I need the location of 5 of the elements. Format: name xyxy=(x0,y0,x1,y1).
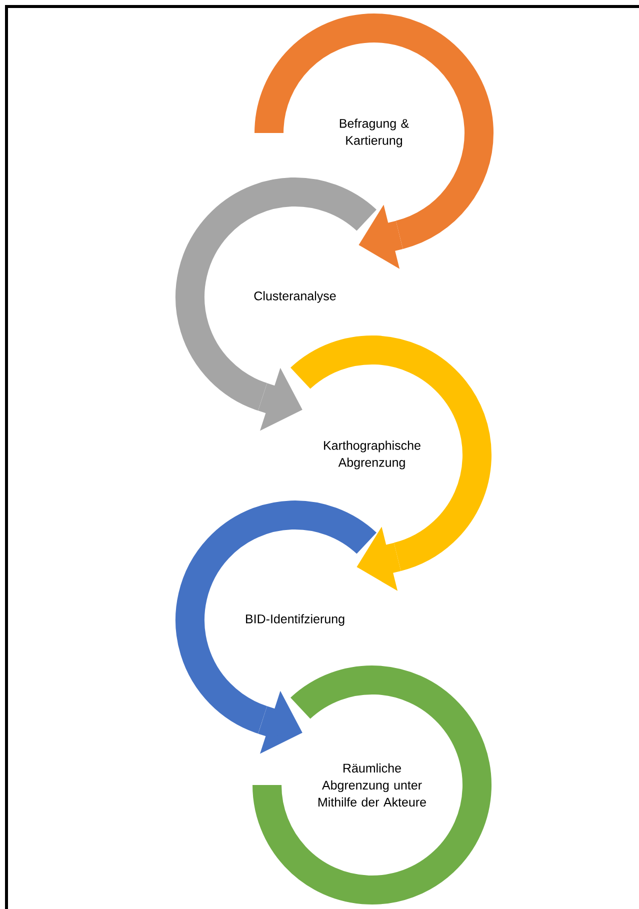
circular-step: Clusteranalyse xyxy=(176,178,376,410)
circular-step: Karthographische Abgrenzung xyxy=(291,336,492,571)
circular-step: Räumliche Abgrenzung unter Mithilfe der Akteure xyxy=(252,666,492,904)
circular-step: Befragung & Kartierung xyxy=(254,13,494,249)
circular-step: BID-Identifzierung xyxy=(176,500,376,734)
